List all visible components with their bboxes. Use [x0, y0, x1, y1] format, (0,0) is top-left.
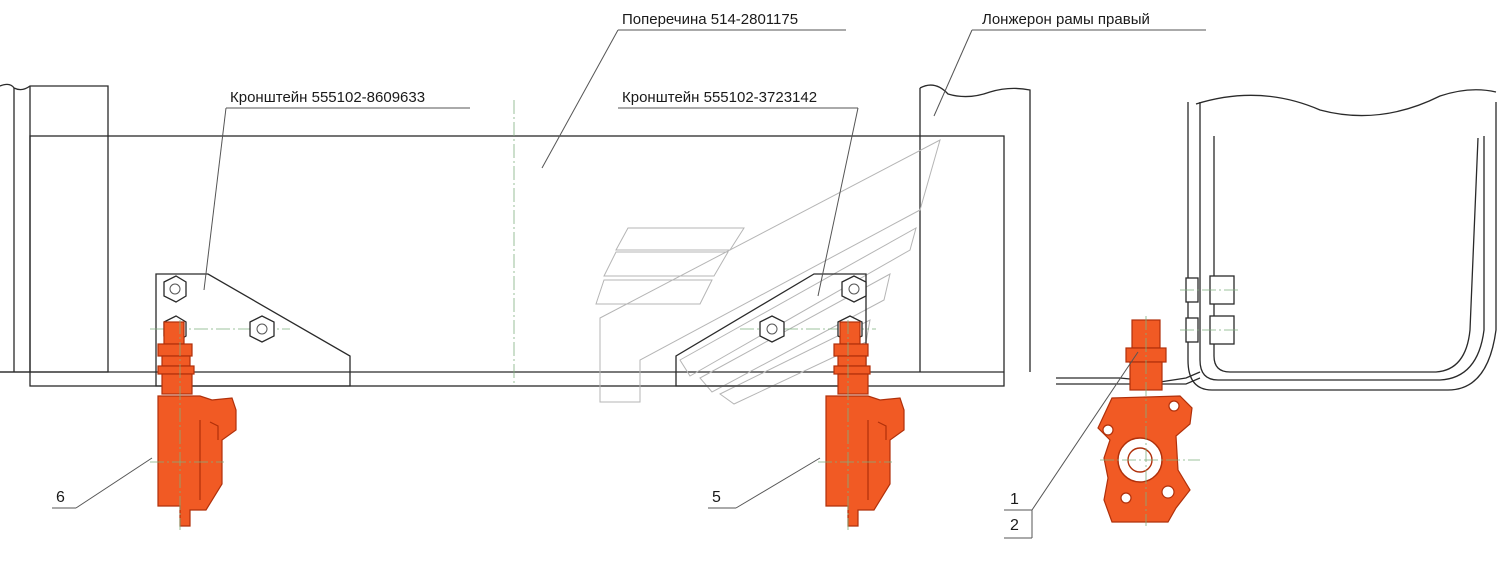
position-number-5: 5: [712, 489, 721, 506]
leader-lines: [52, 29, 1206, 539]
label-bracket-left: Кронштейн 555102-8609633: [230, 89, 425, 106]
right-side-rail: [919, 84, 1031, 372]
side-view-rail: [1056, 89, 1497, 391]
label-crossmember: Поперечина 514-2801175: [622, 11, 798, 28]
coupling-head-side: [1097, 316, 1200, 526]
position-number-2: 2: [1010, 517, 1019, 534]
position-number-6: 6: [56, 489, 65, 506]
bolt-nut: [841, 275, 867, 303]
label-right-side-rail: Лонжерон рамы правый: [982, 11, 1150, 28]
position-number-1: 1: [1010, 491, 1019, 508]
watermark-logo: [595, 139, 941, 405]
bolt-nut: [759, 315, 785, 343]
bolt-nut: [163, 275, 187, 303]
bolt-nut: [249, 315, 275, 343]
coupling-head-middle: [818, 320, 905, 530]
coupling-head-left: [150, 320, 237, 530]
left-side-rail: [0, 83, 109, 373]
label-bracket-right: Кронштейн 555102-3723142: [622, 89, 817, 106]
